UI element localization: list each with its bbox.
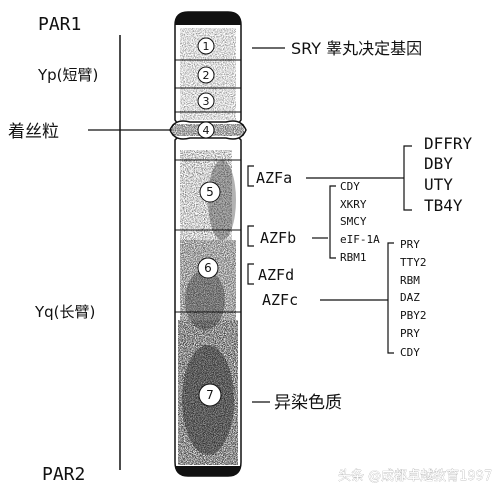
label-yq: Yq(长臂) <box>34 303 95 321</box>
azfa-gene-list: DFFRY DBY UTY TB4Y <box>424 134 473 215</box>
azfb-gene: eIF-1A <box>340 233 380 246</box>
band-4: 4 <box>203 124 210 137</box>
label-centromere: 着丝粒 <box>8 122 59 142</box>
azfb-gene: CDY <box>340 180 360 193</box>
azfa-gene: UTY <box>424 175 453 194</box>
band-7: 7 <box>206 388 214 402</box>
band-2: 2 <box>203 69 210 82</box>
par1-cap <box>175 12 241 25</box>
azfa-gene: TB4Y <box>424 196 463 215</box>
azfc-gene: TTY2 <box>400 256 427 269</box>
chromosome: 1 2 3 4 5 6 7 <box>169 11 247 477</box>
azfc-gene: RBM <box>400 274 420 287</box>
sry-label: SRY 睾丸决定基因 <box>291 39 422 58</box>
azfa-gene: DBY <box>424 154 453 173</box>
label-par1: PAR1 <box>38 14 81 35</box>
azfb-gene: SMCY <box>340 215 367 228</box>
azfc-gene: PBY2 <box>400 309 427 322</box>
azfb-label: AZFb <box>260 229 296 247</box>
par2-cap <box>175 466 241 476</box>
heterochromatin-label: 异染色质 <box>274 393 342 413</box>
azfa-label: AZFa <box>256 169 292 187</box>
azfb-gene: RBM1 <box>340 251 367 264</box>
azfc-label: AZFc <box>262 291 298 309</box>
band-markers: 1 2 3 4 5 6 7 <box>197 37 222 407</box>
label-yp: Yp(短臂) <box>37 66 98 84</box>
azfb-gene-list: CDY XKRY SMCY eIF-1A RBM1 <box>340 180 380 264</box>
left-labels: PAR1 Yp(短臂) 着丝粒 Yq(长臂) PAR2 <box>8 14 98 485</box>
azfc-gene: DAZ <box>400 291 420 304</box>
azfc-gene: CDY <box>400 346 420 359</box>
azfc-gene: PRY <box>400 238 420 251</box>
band-1: 1 <box>203 40 210 53</box>
azf-brackets: AZFa AZFb AZFd AZFc <box>247 165 298 309</box>
band-3: 3 <box>203 95 210 108</box>
azfd-label: AZFd <box>258 266 294 284</box>
watermark: 头条 @成都卓越教育1997 <box>338 468 492 484</box>
azfc-gene: PRY <box>400 327 420 340</box>
band-5: 5 <box>206 185 214 199</box>
azfc-gene-list: PRY TTY2 RBM DAZ PBY2 PRY CDY <box>400 238 427 359</box>
azfa-gene: DFFRY <box>424 134 473 153</box>
azfb-gene: XKRY <box>340 198 367 211</box>
band-6: 6 <box>204 261 212 275</box>
label-par2: PAR2 <box>42 464 85 485</box>
